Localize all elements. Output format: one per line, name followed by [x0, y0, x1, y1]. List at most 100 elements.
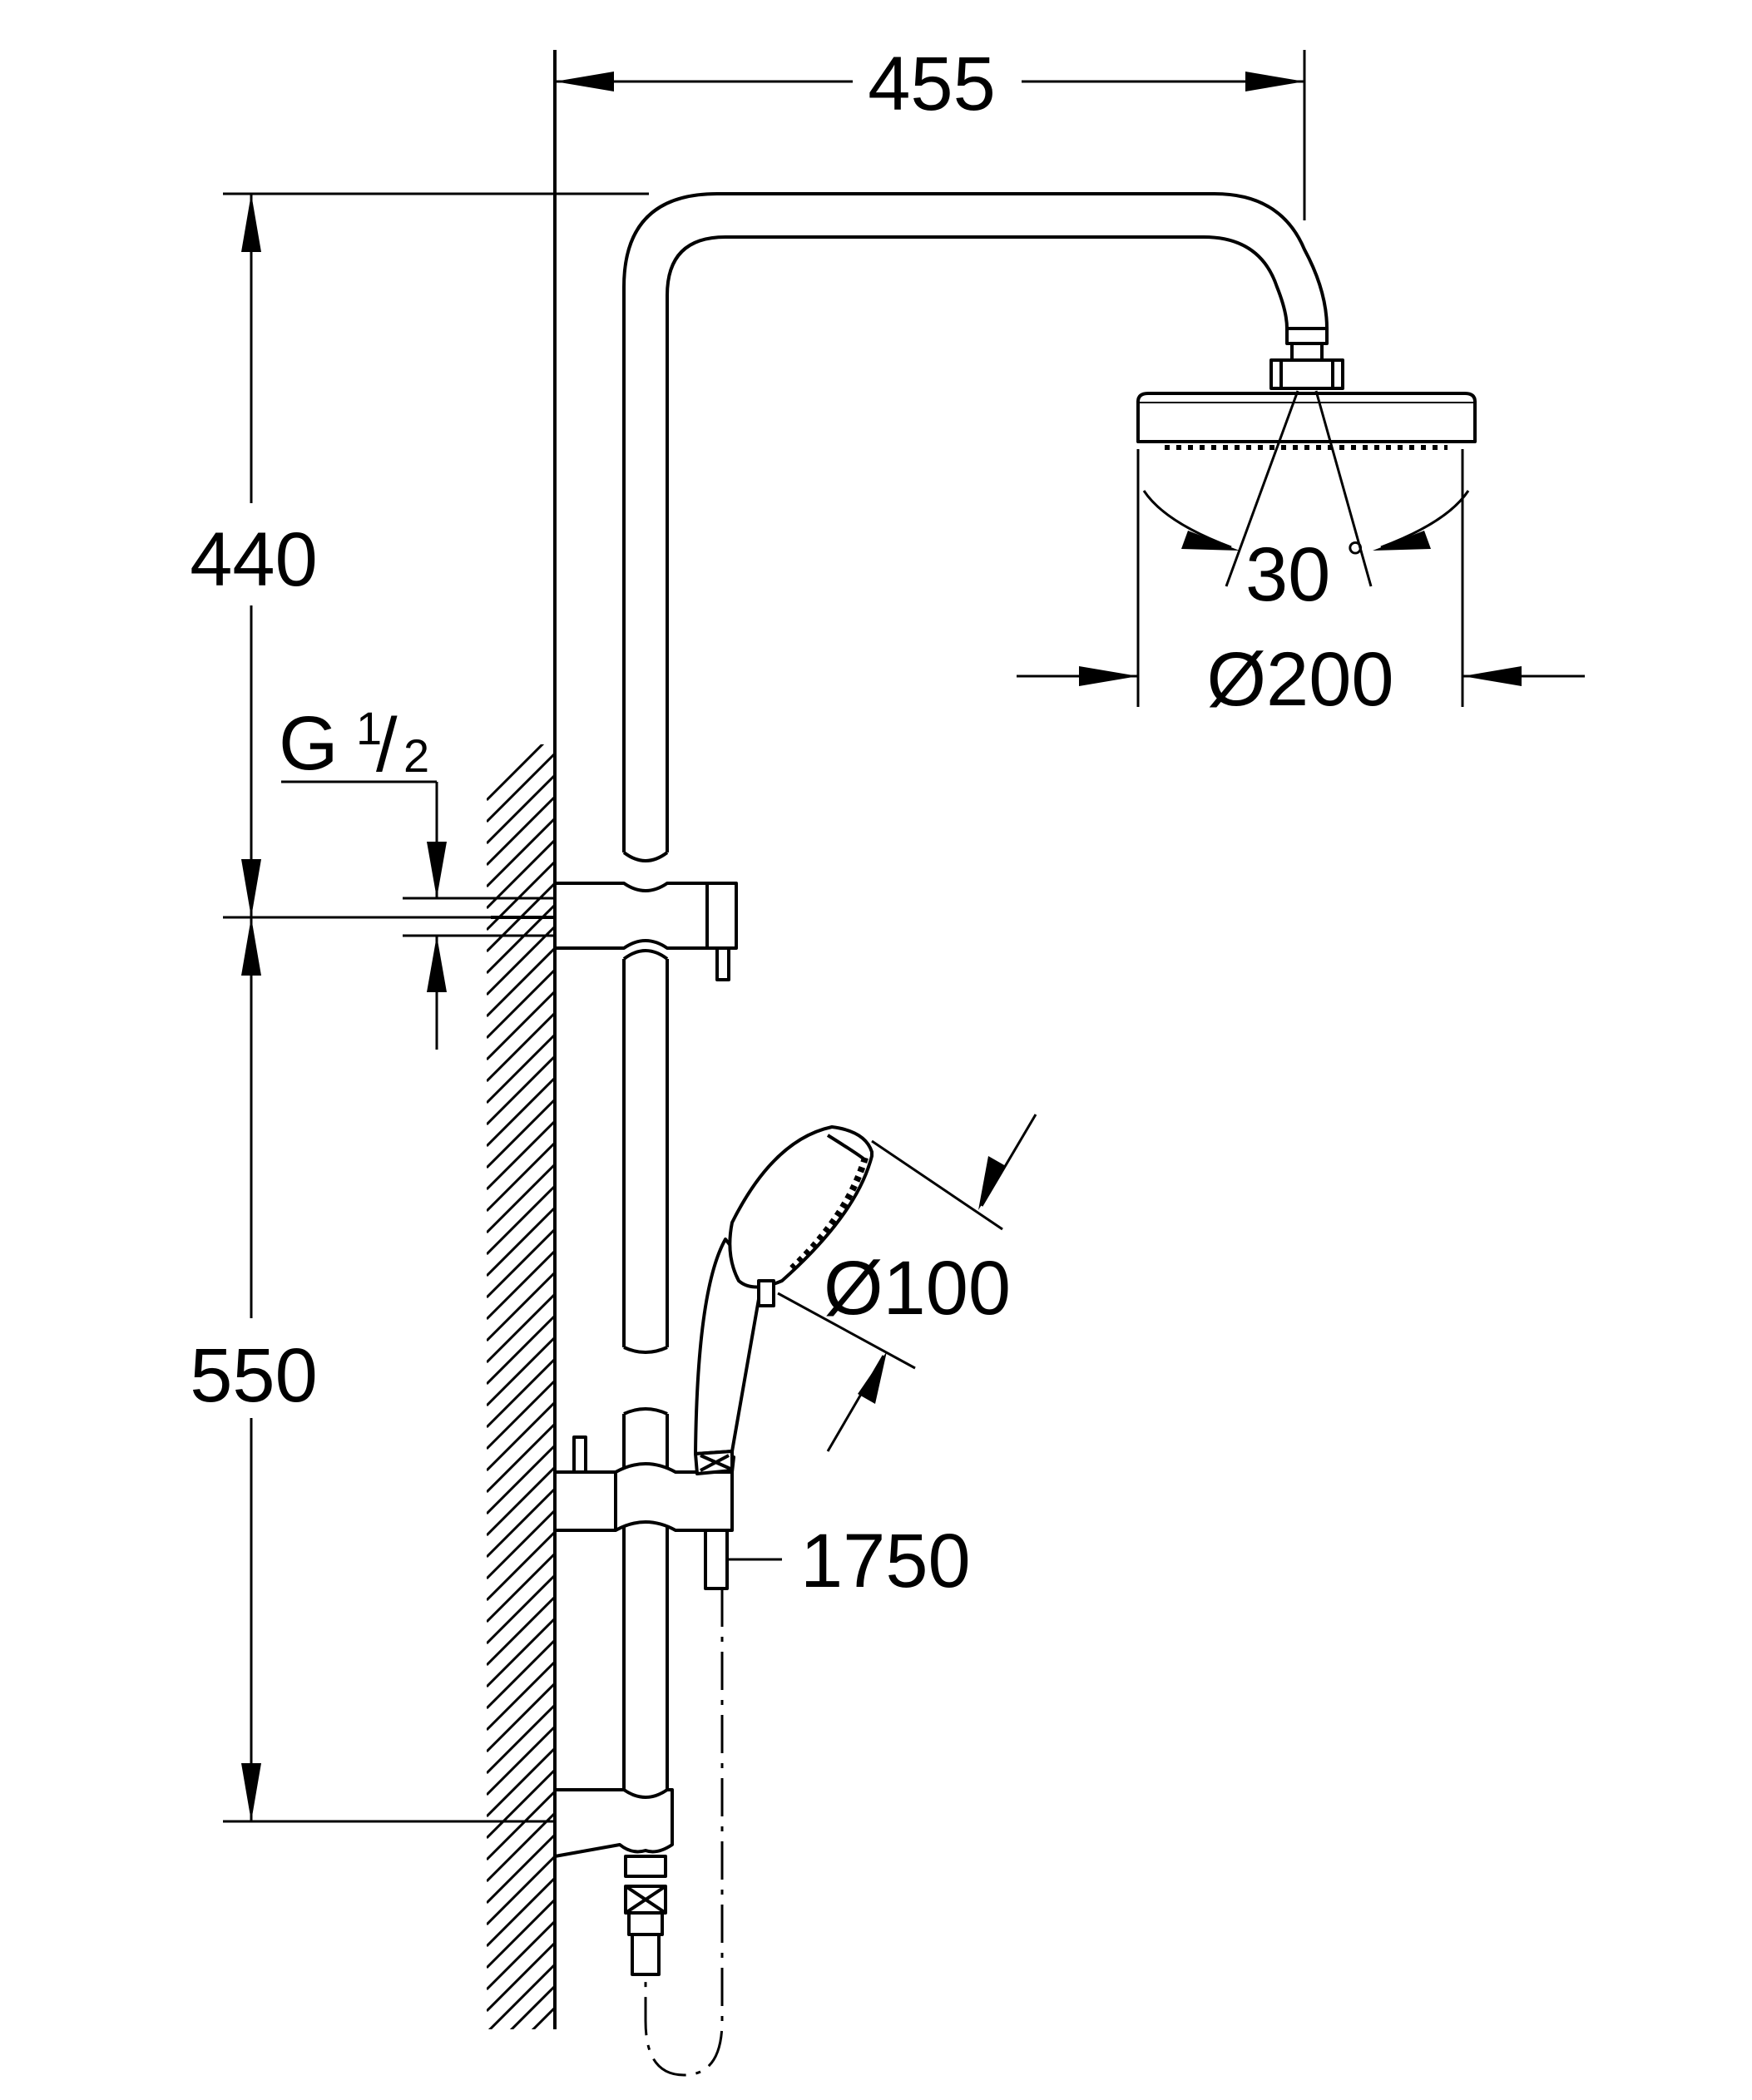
hand-shower-head-outer: [728, 1125, 874, 1289]
wall-hatch-line: [487, 1141, 555, 1213]
wall-hatch-line: [487, 1444, 555, 1515]
wall-hatch-line: [487, 968, 555, 1040]
middle-bracket-knob: [572, 1435, 587, 1474]
wall-hatch-line: [509, 1984, 555, 2029]
wall-hatch-line: [487, 2051, 555, 2100]
hand-shower-handle: [694, 1238, 763, 1455]
wall-hatch-line: [487, 1660, 555, 1732]
hand-diameter-label: Ø100: [824, 1246, 1011, 1331]
bottom-outlet-ring: [627, 1911, 664, 1936]
wall-hatch-line: [487, 1163, 555, 1234]
height-lower-arrow-top: [241, 917, 261, 976]
hand-diameter-dimension: [777, 1114, 1037, 1452]
wall-hatch-line: [531, 2006, 555, 2029]
thread-arrow-up: [427, 936, 447, 992]
wall-hatch-line: [487, 1963, 555, 2029]
wall-hatch-line: [487, 1011, 555, 1083]
wall-hatch-line: [487, 1898, 555, 1969]
top-bracket-screw: [715, 946, 730, 981]
height-upper-label: 440: [190, 517, 318, 602]
wall-hatch-line: [487, 1119, 555, 1191]
top-wall-bracket: [491, 882, 738, 981]
wall-hatch-line: [487, 773, 555, 845]
wall-hatch-line: [487, 1401, 555, 1472]
hose: [644, 1589, 724, 2077]
hose-path: [644, 1589, 724, 2077]
wall-hatch-line: [487, 752, 555, 823]
spray-angle-arrow-left: [1181, 531, 1240, 551]
wall-hatch-line: [487, 990, 555, 1061]
wall-hatch-line: [487, 1530, 555, 1602]
wall-hatch-line: [487, 1509, 555, 1580]
hose-length-label: 1750: [800, 1519, 971, 1603]
head-shower-joint-cap: [1290, 342, 1324, 362]
hand-diameter-arrow-bottom: [858, 1351, 887, 1404]
wall-hatch-line: [487, 1682, 555, 1753]
wall-hatch-line: [487, 1617, 555, 1688]
riser-outer-contour: [622, 192, 1329, 852]
wall-hatch-line: [487, 1422, 555, 1494]
spray-angle-arc-left: [1142, 490, 1232, 549]
spray-angle-arrow-right: [1373, 531, 1431, 551]
wall-hatch-line: [487, 1920, 555, 1991]
head-diameter-dimension: [1017, 449, 1585, 707]
dimension-heights: [223, 192, 649, 1823]
middle-bracket-body: [553, 1462, 734, 1532]
bottom-outlet-grip-b: [624, 1885, 667, 1915]
wall-hatch-line: [487, 946, 555, 1018]
wall-hatch-line: [487, 1638, 555, 1710]
wall-hatch-line: [487, 1703, 555, 1775]
wall-hatch-line: [487, 860, 555, 931]
wall-hatch-line: [487, 1336, 555, 1407]
hand-diameter-extension-a: [871, 1139, 1003, 1231]
head-diameter-arrow-right: [1462, 666, 1522, 686]
wall-hatch-line: [487, 1206, 555, 1277]
wall-hatch-line: [487, 1184, 555, 1256]
wall-hatch-line: [487, 1249, 555, 1321]
spray-angle-value: 30: [1245, 532, 1330, 617]
wall-hatch-line: [487, 1595, 555, 1667]
wall-hatch-line: [487, 1574, 555, 1645]
wall-hatching: [487, 744, 555, 2100]
wall-hatch-line: [487, 1357, 555, 1429]
wall-hatch-line: [487, 1768, 555, 1840]
wall-hatch-line: [487, 817, 555, 888]
width-arrow-left: [555, 72, 614, 91]
wall-hatch-line: [487, 1055, 555, 1126]
wall-hatch-line: [487, 795, 555, 867]
riser-gap-top-cap: [623, 1407, 668, 1416]
height-lower-label: 550: [190, 1333, 318, 1418]
wall-hatch-line: [487, 1833, 555, 1905]
bottom-outlet-stub: [631, 1933, 661, 1976]
width-arrow-right: [1245, 72, 1304, 91]
height-upper-arrow-bottom: [241, 859, 261, 917]
head-shower-plate: [1136, 400, 1477, 443]
wall-hatch-line: [487, 903, 555, 975]
width-total-label: 455: [868, 42, 996, 126]
wall-hatch-line: [487, 1379, 555, 1450]
hand-shower-button: [757, 1279, 775, 1307]
riser-inner-contour: [666, 235, 1289, 852]
hand-shower-spray-face: [789, 1156, 869, 1271]
wall-hatch-line: [487, 1292, 555, 1364]
riser-pipe: [622, 192, 1329, 1796]
wall-hatch-line: [487, 1876, 555, 1948]
hand-shower-grip-stripe-b: [700, 1454, 730, 1472]
wall-hatch-line: [487, 1725, 555, 1796]
wall-hatch-line: [487, 1487, 555, 1559]
hand-diameter-extension-b: [777, 1292, 916, 1370]
wall-hatch-line: [487, 838, 555, 910]
head-diameter-arrow-left: [1079, 666, 1138, 686]
head-shower-plate-top: [1136, 392, 1477, 403]
wall-hatch-line: [487, 1811, 555, 1883]
wall: [487, 50, 557, 2100]
wall-hatch-line: [487, 744, 545, 802]
hand-shower: [694, 1125, 874, 1475]
head-shower: [1136, 327, 1477, 450]
thread-letter: G: [279, 701, 339, 786]
wall-hatch-line: [487, 1790, 555, 1861]
wall-hatch-line: [487, 1314, 555, 1386]
riser-top-cap-lower: [622, 949, 669, 961]
top-bracket-body: [553, 882, 738, 950]
